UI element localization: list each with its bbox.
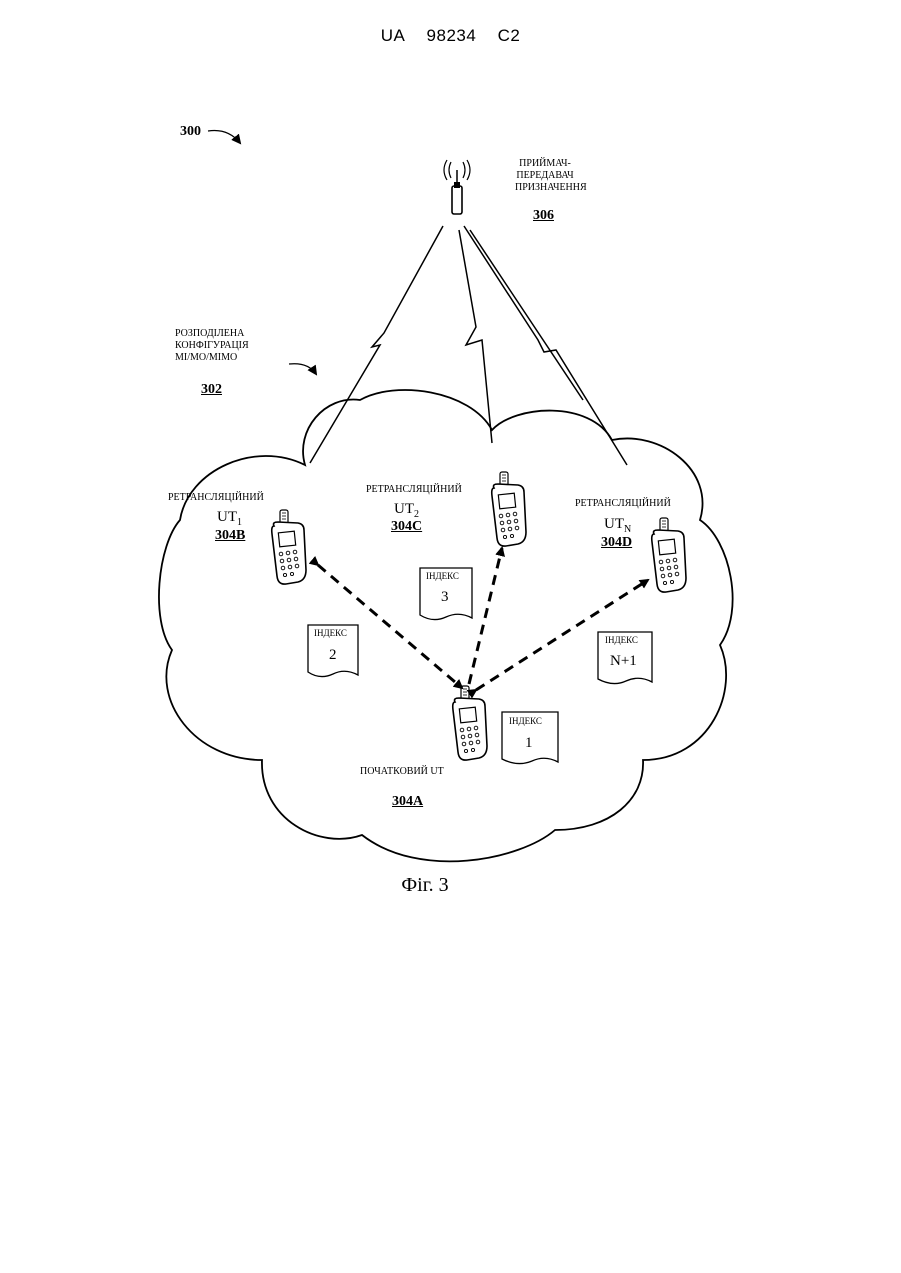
transceiver-ref: 306: [533, 208, 554, 224]
phone-icon-origin: [453, 686, 487, 760]
index-doc-1-label: ІНДЕКС: [509, 716, 542, 726]
figure-caption: Фіг. 3: [0, 874, 850, 897]
relay-1-ut-text: UT: [217, 509, 237, 525]
relay-1-ref: 304B: [215, 528, 245, 544]
relay-2-ref: 304C: [391, 519, 422, 535]
index-doc-n1-label: ІНДЕКС: [605, 635, 638, 645]
wireless-links: [310, 226, 627, 465]
relay-2-label: РЕТРАНСЛЯЦІЙНИЙ: [366, 484, 462, 496]
relay-n-ut: UTN: [604, 516, 631, 535]
relay-n-ref: 304D: [601, 535, 632, 551]
figure-arrow: [208, 131, 240, 144]
transceiver-label: ПРИЙМАЧ- ПЕРЕДАВАЧ ПРИЗНАЧЕННЯ: [515, 158, 575, 194]
relay-1-label: РЕТРАНСЛЯЦІЙНИЙ: [168, 492, 264, 504]
relay-n-label: РЕТРАНСЛЯЦІЙНИЙ: [575, 498, 671, 510]
transceiver-line-1: ПРИЙМАЧ-: [515, 158, 575, 170]
origin-label: ПОЧАТКОВИЙ UT: [360, 766, 444, 778]
distributed-arrow: [289, 364, 316, 374]
relay-1-ut: UT1: [217, 509, 242, 528]
transceiver-line-2: ПЕРЕДАВАЧ: [515, 170, 575, 182]
phone-icon-relay-1: [272, 510, 306, 584]
index-doc-1-value: 1: [525, 735, 533, 752]
relay-n-ut-sub: N: [624, 524, 631, 535]
index-doc-3-label: ІНДЕКС: [426, 571, 459, 581]
cloud-outline: [159, 390, 733, 861]
distributed-line-3: MI/MO/MIMO: [175, 352, 249, 364]
index-doc-n1-value: N+1: [610, 653, 637, 670]
relay-2-ut: UT2: [394, 501, 419, 520]
distributed-label: РОЗПОДІЛЕНА КОНФІГУРАЦІЯ MI/MO/MIMO: [175, 328, 249, 364]
relay-n-ut-text: UT: [604, 516, 624, 532]
link-to-relay-1: [310, 226, 443, 463]
transceiver-line-3: ПРИЗНАЧЕННЯ: [515, 182, 575, 194]
origin-relay-2-link: [469, 548, 502, 684]
distributed-line-2: КОНФІГУРАЦІЯ: [175, 340, 249, 352]
phone-icon-relay-n: [652, 518, 686, 592]
destination-antenna-icon: [444, 160, 470, 214]
figure-number: 300: [180, 124, 201, 140]
origin-ref: 304A: [392, 794, 423, 810]
link-extra: [470, 230, 583, 400]
relay-1-ut-sub: 1: [237, 517, 242, 528]
index-doc-2-value: 2: [329, 647, 337, 664]
distributed-ref: 302: [201, 382, 222, 398]
index-doc-2-label: ІНДЕКС: [314, 628, 347, 638]
phone-icon-relay-2: [492, 472, 526, 546]
index-doc-3-value: 3: [441, 589, 449, 606]
relay-2-ut-text: UT: [394, 501, 414, 517]
distributed-line-1: РОЗПОДІЛЕНА: [175, 328, 249, 340]
